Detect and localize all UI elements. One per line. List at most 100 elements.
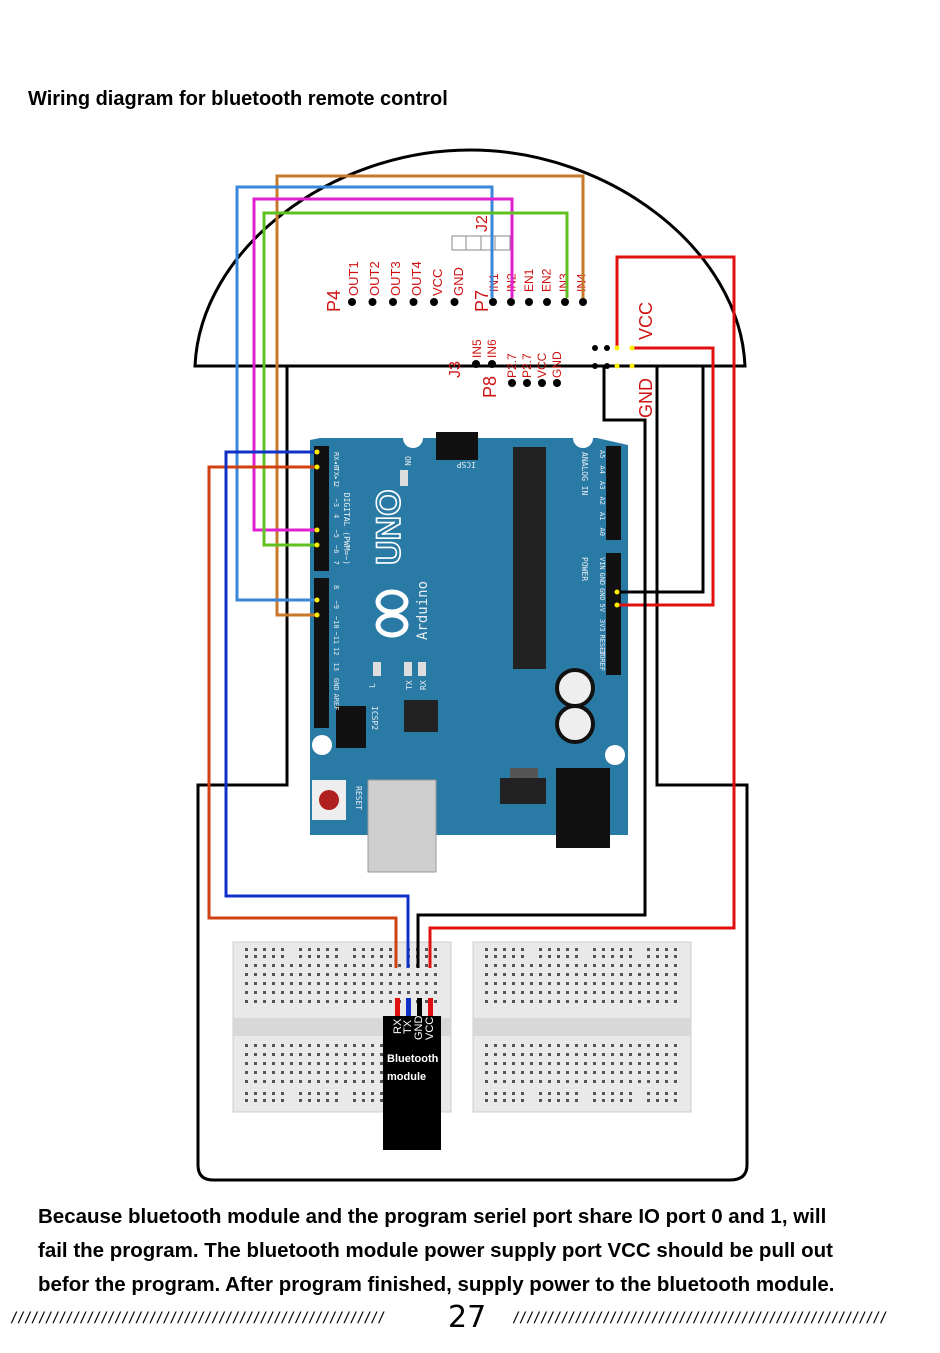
bt-pin-label: VCC [424, 1017, 436, 1040]
p4-label: P4 [324, 290, 344, 312]
header-pin [538, 379, 546, 387]
reset-label: RESET [354, 786, 363, 810]
wire-red-vcc-bt [428, 255, 736, 968]
mounting-hole [573, 428, 593, 448]
wire-connection-dots [314, 345, 635, 618]
digital-pin-label: ~11 [332, 632, 340, 645]
header-pin [604, 345, 610, 351]
power-pin-label: 5V [598, 604, 606, 613]
wires [207, 174, 736, 968]
header-pin [409, 298, 418, 306]
header-pin [488, 360, 496, 368]
header-pin [472, 360, 480, 368]
led-tx-label: TX [405, 680, 414, 690]
header-pin [543, 298, 551, 306]
wire-black-gnd-bt [416, 364, 647, 968]
vcc-label: VCC [636, 302, 656, 340]
small-chip [404, 700, 438, 732]
p4-pin-label: OUT2 [367, 261, 382, 296]
digital-pin-label: GND [332, 678, 340, 691]
digital-pin-label: 12 [332, 647, 340, 655]
arduino-uno-board: Arduino UNO DIGITAL (PWM=~) ANALOG IN PO… [310, 428, 628, 873]
icsp2-label: ICSP2 [370, 706, 379, 730]
usb-connector [367, 779, 437, 873]
arduino-brand: Arduino [415, 581, 431, 640]
power-pin-label: GND [598, 573, 606, 586]
analog-pin-label: A2 [598, 497, 606, 505]
digital-pin-label: ~3 [332, 499, 340, 507]
on-led [400, 470, 408, 486]
j3-label: J3 [447, 361, 464, 378]
digital-pin-label: 8 [332, 585, 340, 589]
header-pin [489, 298, 497, 306]
caption: Because bluetooth module and the program… [38, 1200, 918, 1302]
digital-pin-label: TX▸1 [332, 468, 340, 485]
p7-pin-label: EN1 [522, 268, 536, 292]
digital-pin-label: 4 [332, 514, 340, 518]
header-pin [450, 298, 459, 306]
capacitor [555, 704, 595, 744]
page-number: 27 [448, 1300, 487, 1335]
power-pin-label: GND [598, 588, 606, 601]
mounting-hole [312, 735, 332, 755]
wire-magenta-in2 [252, 197, 514, 532]
p4-pin-label: OUT4 [409, 261, 424, 296]
bt-pin-label: RX [392, 1018, 404, 1034]
digital-pin-label: 7 [332, 561, 340, 565]
icsp-header [436, 432, 478, 460]
wire-orange-in4 [275, 174, 585, 617]
power-header [606, 553, 621, 675]
page-footer: ////////////////////////////////////////… [0, 1300, 940, 1340]
analog-label: ANALOG IN [580, 452, 589, 496]
icsp2-header [336, 706, 366, 748]
arduino-logo-icon [375, 589, 409, 638]
arduino-model: UNO [370, 489, 408, 565]
p7-label: P7 [472, 290, 492, 312]
bt-module-label: module [387, 1071, 426, 1083]
bt-pin-label: GND [413, 1016, 425, 1041]
power-pin-label: RESET [598, 635, 606, 657]
p4-pin-label: OUT3 [388, 261, 403, 296]
power-pin-label: VIN [598, 557, 606, 570]
wire-green-in3 [262, 211, 569, 547]
header-pin [592, 345, 598, 351]
p7-pin-label: IN3 [557, 273, 571, 292]
caption-line: befor the program. After program finishe… [38, 1273, 835, 1296]
p4-pin-label: VCC [430, 269, 445, 296]
icsp-label: ICSP [457, 460, 476, 469]
caption-line: Because bluetooth module and the program… [38, 1205, 827, 1228]
digital-pin-label: AREF [332, 694, 340, 711]
analog-pin-label: A0 [598, 528, 606, 536]
power-label: POWER [580, 557, 589, 581]
analog-pin-label: A5 [598, 450, 606, 458]
caption-line: fail the program. The bluetooth module p… [38, 1239, 833, 1262]
header-pin [579, 298, 587, 306]
j3-pin-label: IN5 [470, 339, 484, 358]
footer-divider-right: ////////////////////////////////////////… [512, 1310, 888, 1326]
microcontroller-chip [513, 447, 546, 669]
bt-pin-label: TX [402, 1019, 414, 1034]
digital-label: DIGITAL (PWM=~) [342, 493, 351, 565]
j3-pin-label: IN6 [485, 339, 499, 358]
wire-red-vcc [617, 346, 715, 607]
p8-pin-label: P2.7 [505, 353, 519, 378]
capacitor [555, 668, 595, 708]
p7-pin-label: EN2 [540, 268, 554, 292]
digital-header [314, 446, 329, 571]
wire-orange-rx [207, 465, 398, 968]
header-pin [368, 298, 377, 306]
header-pin [553, 379, 561, 387]
analog-pin-label: A3 [598, 481, 606, 489]
header-pin [525, 298, 533, 306]
footer-divider-left: ////////////////////////////////////////… [10, 1310, 386, 1326]
digital-pin-label: 2 [332, 483, 340, 487]
header-pin [430, 298, 438, 306]
header-pin [508, 379, 516, 387]
p8-label: P8 [480, 376, 500, 398]
p4-pin-label: OUT1 [346, 261, 361, 296]
bluetooth-module: RX TX GND VCC Bluetooth module [383, 998, 441, 1150]
bt-module-label: Bluetooth [387, 1053, 439, 1065]
header-pin [523, 379, 531, 387]
mounting-hole [403, 428, 423, 448]
